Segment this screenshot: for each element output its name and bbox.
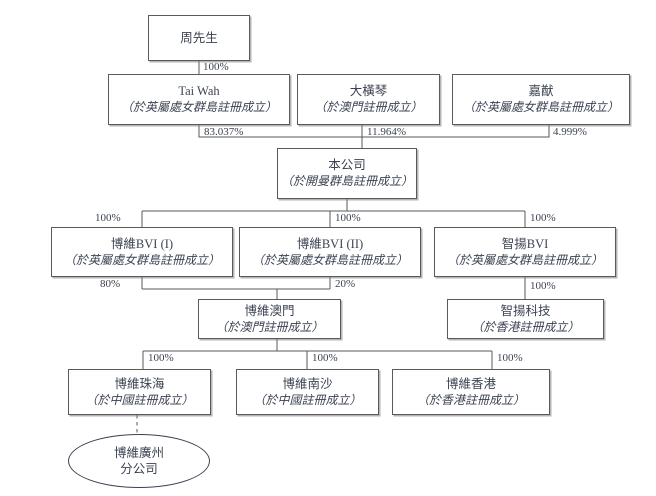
node-the-company[interactable]: 本公司 （於開曼群島註冊成立）: [277, 148, 417, 199]
edge-label-taiwah-company: 83.037%: [204, 126, 244, 138]
edge-label-zhiyangbvi-zhiyangtech: 100%: [530, 280, 556, 292]
edge-label-company-boweibvi1: 100%: [95, 212, 121, 224]
edge-label-macau-nansha: 100%: [312, 352, 338, 364]
edge-label-dahengqin-company: 11.964%: [367, 126, 407, 138]
node-bowei-zhuhai[interactable]: 博維珠海 （於中國註冊成立）: [68, 369, 211, 415]
edge-label-boweibvi1-macau: 80%: [100, 278, 121, 290]
node-zhou-mr[interactable]: 周先生: [148, 15, 250, 61]
node-subtitle: （於英屬處女群島註冊成立）: [462, 100, 619, 115]
node-name: 嘉猷: [528, 84, 554, 99]
node-subtitle: （於開曼群島註冊成立）: [280, 174, 413, 189]
node-bowei-bvi-2[interactable]: 博維BVI (II) （於英屬處女群島註冊成立）: [239, 227, 421, 277]
node-name: 智揚科技: [500, 303, 551, 318]
node-name: 博維BVI (II): [296, 236, 364, 251]
node-name: 博維廣州: [113, 445, 164, 460]
node-subtitle: （於中國註冊成立）: [85, 392, 194, 407]
node-name: 博維BVI (I): [110, 236, 174, 251]
node-jia-xian[interactable]: 嘉猷 （於英屬處女群島註冊成立）: [452, 74, 630, 125]
node-name: 大橫琴: [349, 84, 388, 99]
node-subtitle: （於澳門註冊成立）: [314, 100, 423, 115]
node-bowei-bvi-1[interactable]: 博維BVI (I) （於英屬處女群島註冊成立）: [51, 227, 233, 277]
edge-label-company-boweibvi2: 100%: [335, 212, 361, 224]
edge-label-company-zhiyangbvi: 100%: [530, 212, 556, 224]
node-subtitle: （於英屬處女群島註冊成立）: [63, 252, 220, 267]
node-subtitle: （於英屬處女群島註冊成立）: [446, 252, 603, 267]
node-name: Tai Wah: [178, 84, 220, 99]
node-zhiyang-bvi[interactable]: 智揚BVI （於英屬處女群島註冊成立）: [434, 227, 616, 277]
edge-label-macau-hongkong: 100%: [497, 352, 523, 364]
node-name: 周先生: [180, 31, 218, 45]
node-name: 博維珠海: [114, 376, 165, 391]
node-zhiyang-tech[interactable]: 智揚科技 （於香港註冊成立）: [447, 299, 604, 339]
node-subtitle: （於英屬處女群島註冊成立）: [120, 100, 277, 115]
node-name: 博維澳門: [244, 303, 295, 318]
node-name: 本公司: [328, 158, 366, 173]
node-bowei-guangzhou-branch[interactable]: 博維廣州 分公司: [68, 434, 210, 488]
node-name: 博維香港: [445, 376, 496, 391]
node-tai-wah[interactable]: Tai Wah （於英屬處女群島註冊成立）: [108, 74, 290, 125]
node-subtitle: 分公司: [120, 462, 158, 476]
edge-label-macau-zhuhai: 100%: [148, 352, 174, 364]
node-bowei-nansha[interactable]: 博維南沙 （於中國註冊成立）: [236, 369, 379, 415]
node-da-heng-qin[interactable]: 大橫琴 （於澳門註冊成立）: [297, 74, 440, 125]
edge-label-boweibvi2-macau: 20%: [335, 278, 356, 290]
edge-label-jiaxian-company: 4.999%: [553, 126, 587, 138]
node-subtitle: （於香港註冊成立）: [416, 392, 525, 407]
node-name: 博維南沙: [282, 376, 333, 391]
node-name: 智揚BVI: [501, 236, 549, 251]
node-subtitle: （於英屬處女群島註冊成立）: [251, 252, 408, 267]
node-bowei-hong-kong[interactable]: 博維香港 （於香港註冊成立）: [392, 369, 550, 415]
edge-label-zhou-taiwah: 100%: [203, 61, 229, 73]
node-bowei-macau[interactable]: 博維澳門 （於澳門註冊成立）: [198, 299, 341, 339]
node-subtitle: （於中國註冊成立）: [253, 392, 362, 407]
node-subtitle: （於澳門註冊成立）: [215, 319, 324, 334]
node-subtitle: （於香港註冊成立）: [471, 319, 580, 334]
